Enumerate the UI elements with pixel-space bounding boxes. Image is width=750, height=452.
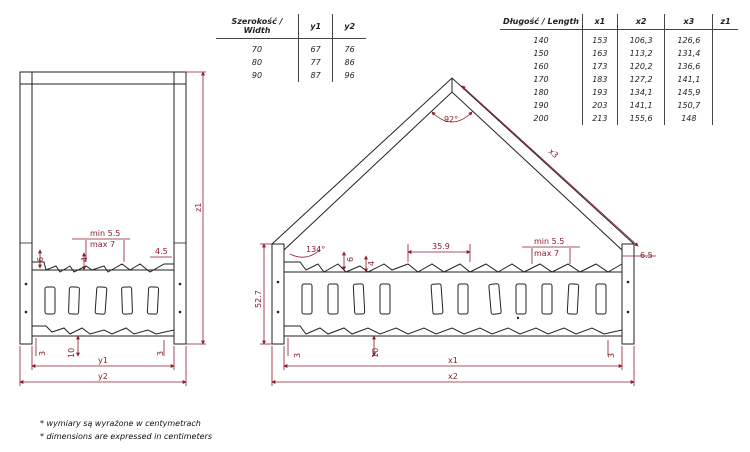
left-post (19, 71, 33, 345)
note-english: * dimensions are expressed in centimeter… (40, 432, 212, 441)
side-dim-6: 6 (36, 257, 45, 262)
side-min-label: min 5.5 (90, 229, 120, 238)
table-cell: 96 (332, 69, 366, 82)
front-x1-label: x1 (448, 356, 458, 365)
table-cell: 148 (664, 112, 713, 125)
note-polish: * wymiary są wyrażone w centymetrach (40, 419, 201, 428)
table-cell (712, 73, 738, 86)
side-z1-label: z1 (194, 203, 203, 212)
table-cell: 153 (582, 34, 618, 47)
front-right-post (621, 243, 635, 345)
table-cell: 150,7 (664, 99, 713, 112)
table-cell: 163 (582, 47, 618, 60)
table-cell: 145,9 (664, 86, 713, 99)
front-dim-6: 6 (346, 257, 355, 262)
side-dim-3-left: 3 (38, 351, 47, 356)
front-dim-527: 52.7 (254, 290, 263, 308)
length-table-header-x1: x1 (582, 14, 618, 30)
front-dim-3-left: 3 (293, 353, 302, 358)
front-dim-10: 10 (371, 348, 380, 358)
front-slots (301, 283, 607, 315)
side-view: z1 min 5.5 max 7 6 4 4.5 3 10 3 y1 y2 (19, 71, 206, 386)
table-cell: 67 (297, 43, 333, 56)
width-table: Szerokość / Width y1 y2 70 67 76 80 77 8… (216, 14, 366, 82)
side-dim-4: 4 (80, 257, 89, 262)
table-cell: 131,4 (664, 47, 713, 60)
table-cell: 113,2 (616, 47, 665, 60)
front-dim-3-right: 3 (607, 353, 616, 358)
table-cell: 106,3 (616, 34, 665, 47)
table-cell: 127,2 (616, 73, 665, 86)
side-dim-3-right: 3 (156, 351, 165, 356)
width-table-header-y1: y1 (297, 14, 333, 39)
table-cell: 140 (533, 36, 549, 45)
front-angle-side: 134° (306, 245, 325, 254)
front-dim-4: 4 (367, 261, 376, 266)
front-dim-65: 6.5 (640, 251, 653, 260)
table-cell: 87 (297, 69, 333, 82)
table-row: 80 77 86 (216, 56, 366, 69)
front-x2-label: x2 (448, 372, 458, 381)
front-upper-rail (284, 261, 623, 273)
roof-outer (271, 77, 635, 245)
front-dim-359: 35.9 (432, 242, 450, 251)
width-table-header-width: Szerokość / Width (216, 14, 299, 39)
upper-rail (32, 261, 175, 273)
top-rail (19, 71, 187, 85)
front-view: 92° x3 134° 35.9 min 5.5 max 7 6.5 52.7 … (254, 77, 656, 386)
table-cell: 120,2 (616, 60, 665, 73)
table-cell (712, 99, 738, 112)
slots (44, 286, 160, 315)
table-cell: 173 (582, 60, 618, 73)
table-cell: 183 (582, 73, 618, 86)
table-row: 90 87 96 (216, 69, 366, 82)
table-cell (712, 34, 738, 47)
table-cell: 170 (533, 75, 549, 84)
front-left-post (271, 243, 285, 345)
front-max-label: max 7 (534, 249, 559, 258)
length-table-header-x3: x3 (664, 14, 713, 30)
table-cell: 76 (332, 43, 366, 56)
lower-rail (32, 325, 175, 337)
length-table-header-z1: z1 (712, 14, 738, 30)
length-table-header-length: Długość / Length (500, 14, 583, 30)
table-cell: 90 (251, 71, 263, 80)
front-angle-top: 92° (444, 115, 458, 124)
side-dim-10: 10 (67, 348, 76, 358)
table-cell: 86 (332, 56, 366, 69)
front-min-label: min 5.5 (534, 237, 564, 246)
right-post (173, 71, 187, 345)
side-dim-45: 4.5 (155, 247, 168, 256)
width-table-header-y2: y2 (332, 14, 366, 39)
table-cell (712, 60, 738, 73)
front-x3-label: x3 (547, 147, 560, 160)
table-cell: 136,6 (664, 60, 713, 73)
side-max-label: max 7 (90, 240, 115, 249)
table-cell (712, 86, 738, 99)
length-table-header-x2: x2 (616, 14, 665, 30)
table-cell: 126,6 (664, 34, 713, 47)
table-cell (712, 112, 738, 125)
table-cell: 141,1 (664, 73, 713, 86)
table-cell: 150 (533, 49, 549, 58)
table-cell: 80 (251, 58, 263, 67)
table-cell (712, 47, 738, 60)
side-y1-label: y1 (98, 356, 108, 365)
table-row: 70 67 76 (216, 43, 366, 56)
front-lower-rail (284, 325, 623, 337)
table-cell: 70 (251, 45, 263, 54)
table-cell: 160 (533, 62, 549, 71)
notes: * wymiary są wyrażone w centymetrach * d… (40, 417, 212, 443)
side-y2-label: y2 (98, 372, 108, 381)
table-cell: 77 (297, 56, 333, 69)
